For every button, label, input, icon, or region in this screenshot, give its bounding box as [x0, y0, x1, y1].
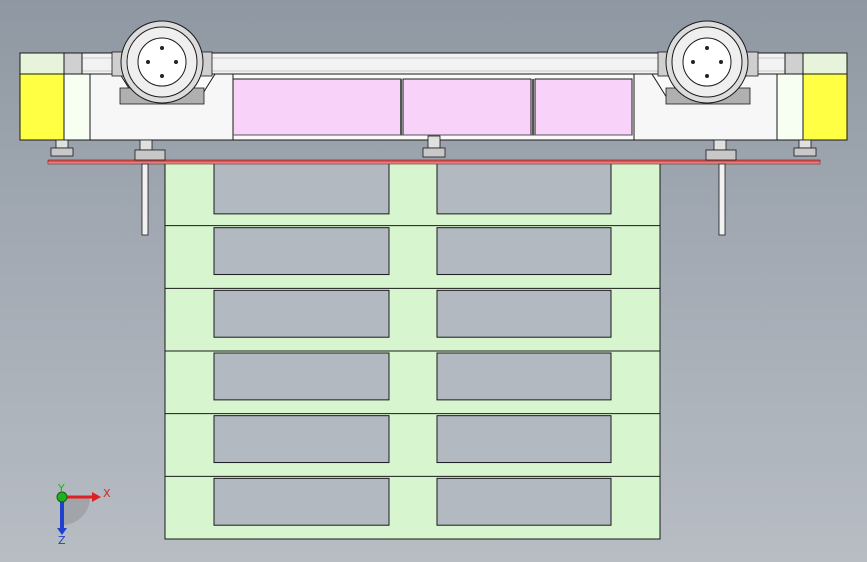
pallet-opening — [213, 162, 390, 215]
left-end-block — [19, 73, 65, 141]
pallet-layer — [165, 475, 660, 526]
pallet-opening — [436, 289, 612, 338]
triad-shadow — [62, 497, 90, 525]
pink-panel-2 — [402, 78, 532, 136]
pallet-layer — [165, 225, 660, 276]
pallet-opening — [213, 352, 390, 401]
right-motor[interactable] — [657, 20, 759, 105]
gantry-assembly[interactable] — [19, 20, 848, 236]
x-axis-label: X — [103, 487, 111, 500]
pallet-opening — [436, 162, 612, 215]
pallet-opening — [436, 352, 612, 401]
pallet-opening — [213, 227, 390, 276]
pallet-layer — [165, 413, 660, 464]
left-guide-rod — [141, 163, 149, 236]
y-axis-label: Y — [57, 482, 65, 495]
pallet-opening — [213, 477, 390, 526]
pallet-opening — [436, 477, 612, 526]
pink-panel-1 — [232, 78, 402, 136]
pallet-opening — [213, 289, 390, 338]
pallet-layer — [165, 287, 660, 338]
z-axis-label: Z — [58, 534, 66, 547]
right-end-block — [802, 73, 848, 141]
y-axis-origin — [56, 491, 68, 503]
pallet-opening — [436, 415, 612, 464]
pallet-stack[interactable] — [164, 162, 661, 540]
left-motor[interactable] — [111, 20, 213, 105]
base-plate — [47, 159, 821, 165]
pallet-layer — [165, 350, 660, 401]
pallet-opening — [436, 227, 612, 276]
coordinate-triad[interactable]: X Y Z — [56, 482, 111, 547]
pallet-opening — [213, 415, 390, 464]
right-guide-rod — [718, 163, 726, 236]
leveling-feet — [50, 135, 817, 161]
pink-panel-3 — [534, 78, 633, 136]
